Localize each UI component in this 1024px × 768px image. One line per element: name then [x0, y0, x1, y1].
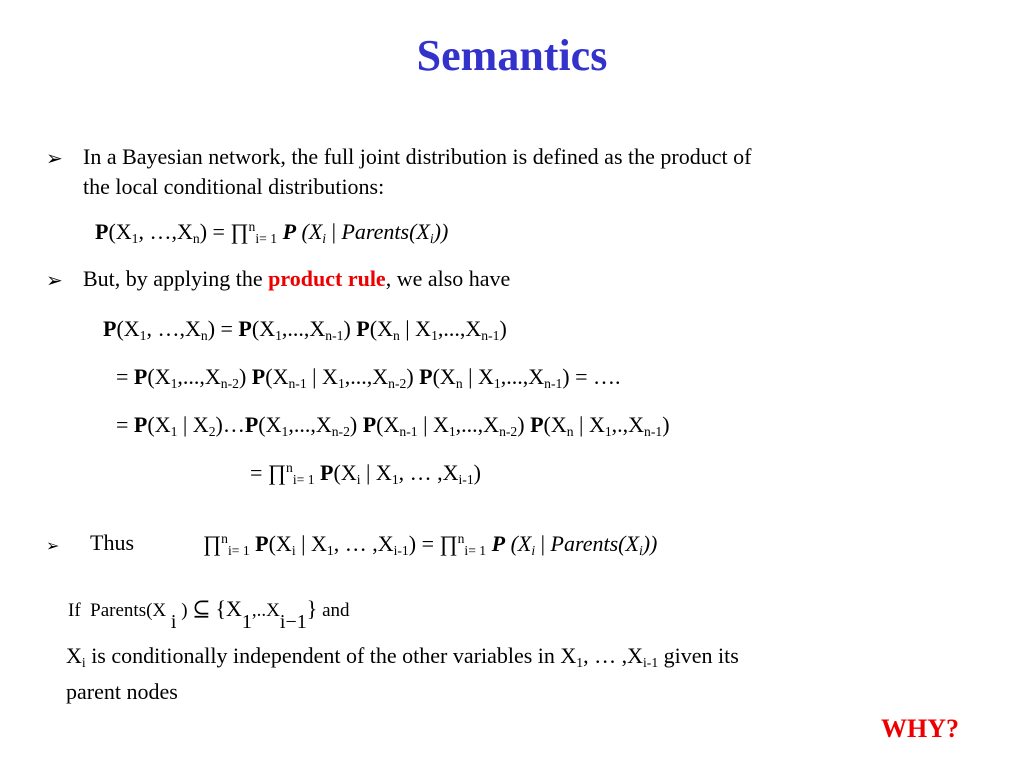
- bullet1-line2: the local conditional distributions:: [83, 174, 385, 199]
- bullet1-line1: In a Bayesian network, the full joint di…: [83, 144, 752, 169]
- joint-distribution-equation: P(X1, …,Xn) = ∏ni= 1 P (Xi | Parents(Xi)…: [95, 218, 449, 247]
- why-callout: WHY?: [881, 714, 959, 743]
- chain-line-3: = P(X1 | X2)…P(X1,...,Xn-2) P(Xn-1 | X1,…: [116, 412, 670, 440]
- chain-line-4: = ∏ni= 1 P(Xi | X1, … ,Xi-1): [250, 459, 481, 488]
- parents-condition: If Parents(X i ) ⊆ {X1,..Xi−1} and: [68, 596, 350, 633]
- bullet2-text: But, by applying the product rule, we al…: [83, 266, 511, 291]
- conclusion-line1: Xi is conditionally independent of the o…: [66, 643, 739, 671]
- chain-line-2: = P(X1,...,Xn-2) P(Xn-1 | X1,...,Xn-2) P…: [116, 364, 621, 392]
- bullet-arrow-icon: ➢: [46, 148, 63, 170]
- conclusion-line2: parent nodes: [66, 679, 178, 704]
- chain-line-1: P(X1, …,Xn) = P(X1,...,Xn-1) P(Xn | X1,.…: [103, 316, 507, 344]
- bullet-arrow-icon: ➢: [46, 270, 63, 292]
- page-title: Semantics: [416, 31, 608, 80]
- thus-label: Thus: [90, 530, 134, 555]
- bullet-arrow-icon: ➢: [46, 538, 60, 555]
- product-rule-highlight: product rule: [268, 266, 386, 291]
- thus-equation: ∏ni= 1 P(Xi | X1, … ,Xi-1) = ∏ni= 1 P (X…: [203, 530, 658, 559]
